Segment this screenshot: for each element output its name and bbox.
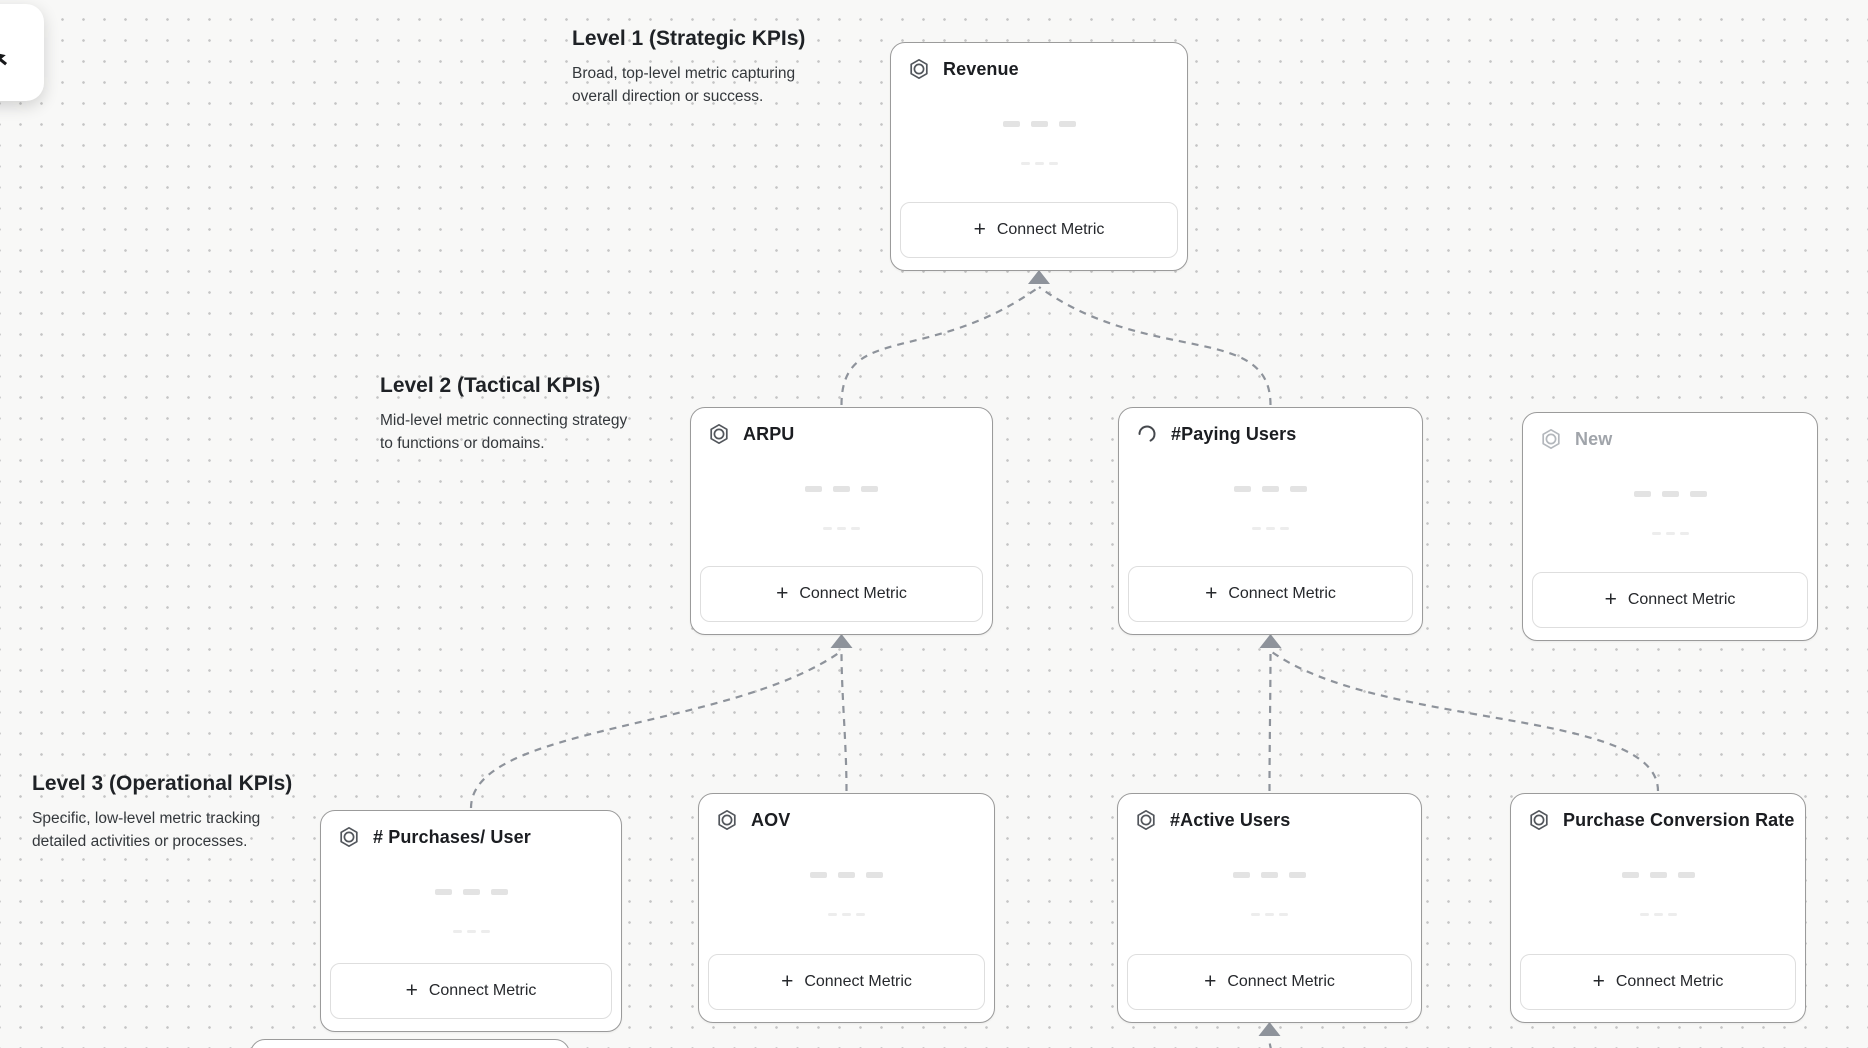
skeleton-placeholder-row-small: [1119, 527, 1422, 530]
plus-icon: +: [776, 581, 789, 605]
skeleton-placeholder-row: [691, 486, 992, 492]
metric-card-header: Revenue: [908, 58, 1175, 80]
connect-metric-label: Connect Metric: [1228, 585, 1336, 602]
skeleton-placeholder-row-small: [699, 913, 994, 916]
metric-card-active[interactable]: #Active Users + Connect Metric: [1117, 793, 1422, 1023]
skeleton-placeholder-row-small: [1118, 913, 1421, 916]
metric-card-header: Purchase Conversion Rate: [1528, 809, 1795, 831]
metric-card-title: Revenue: [943, 58, 1019, 79]
metric-card-header: ARPU: [708, 423, 980, 445]
metric-card-title: #Active Users: [1170, 809, 1291, 830]
metric-card-revenue[interactable]: Revenue + Connect Metric: [890, 42, 1188, 271]
metric-card-title: #Paying Users: [1171, 423, 1297, 444]
metric-card-title: # Purchases/ User: [373, 826, 531, 847]
metric-card-header: #Paying Users: [1136, 423, 1410, 445]
metric-card-header: #Active Users: [1135, 809, 1409, 831]
metric-hexagon-icon: [338, 826, 360, 848]
skeleton-placeholder-row: [1118, 872, 1421, 878]
metric-card-pcr[interactable]: Purchase Conversion Rate + Connect Metri…: [1510, 793, 1806, 1023]
level-1-label: Level 1 (Strategic KPIs) Broad, top-leve…: [572, 27, 817, 109]
plus-icon: +: [781, 969, 794, 993]
plus-icon: +: [1604, 587, 1617, 611]
cursor-icon: [0, 51, 8, 66]
skeleton-placeholder-row-small: [1523, 532, 1817, 535]
skeleton-placeholder-row: [321, 889, 621, 895]
level-3-title: Level 3 (Operational KPIs): [32, 772, 293, 795]
skeleton-placeholder-row: [1119, 486, 1422, 492]
skeleton-placeholder-row: [891, 121, 1187, 127]
level-2-label: Level 2 (Tactical KPIs) Mid-level metric…: [380, 374, 628, 456]
metric-hexagon-icon: [708, 423, 730, 445]
skeleton-placeholder-row-small: [321, 930, 621, 933]
metric-card-header: # Purchases/ User: [338, 826, 609, 848]
skeleton-placeholder-row-small: [691, 527, 992, 530]
skeleton-placeholder-row: [699, 872, 994, 878]
connect-metric-button[interactable]: + Connect Metric: [700, 566, 983, 622]
connect-metric-label: Connect Metric: [428, 982, 537, 999]
floating-toolbar-fragment[interactable]: [0, 4, 44, 101]
plus-icon: +: [973, 217, 986, 241]
level-1-title: Level 1 (Strategic KPIs): [572, 27, 806, 50]
metric-card-aov[interactable]: AOV + Connect Metric: [698, 793, 995, 1023]
level-1-description: Broad, top-level metric capturing overal…: [572, 65, 796, 106]
level-2-description: Mid-level metric connecting strategy to …: [380, 412, 628, 453]
metric-card-purchases[interactable]: # Purchases/ User + Connect Metric: [320, 810, 622, 1032]
connect-metric-label: Connect Metric: [996, 221, 1105, 238]
level-2-title: Level 2 (Tactical KPIs): [380, 374, 601, 397]
plus-icon: +: [1592, 969, 1605, 993]
metric-card-arpu[interactable]: ARPU + Connect Metric: [690, 407, 993, 635]
metric-card-paying[interactable]: #Paying Users + Connect Metric: [1118, 407, 1423, 635]
connect-metric-label: Connect Metric: [804, 973, 912, 990]
metric-card-header: New: [1540, 428, 1805, 450]
connect-metric-button[interactable]: + Connect Metric: [708, 954, 985, 1010]
connect-metric-label: Connect Metric: [799, 585, 907, 602]
connect-metric-button[interactable]: + Connect Metric: [1128, 566, 1413, 622]
metric-card-partial[interactable]: [250, 1039, 570, 1048]
skeleton-placeholder-row: [1523, 491, 1817, 497]
skeleton-placeholder-row-small: [1511, 913, 1805, 916]
metric-hexagon-icon: [908, 58, 930, 80]
skeleton-placeholder-row-small: [891, 162, 1187, 165]
connect-metric-label: Connect Metric: [1627, 591, 1736, 608]
connect-metric-label: Connect Metric: [1615, 973, 1724, 990]
plus-icon: +: [1205, 581, 1218, 605]
metric-card-title: Purchase Conversion Rate: [1563, 809, 1795, 830]
connect-metric-button[interactable]: + Connect Metric: [330, 963, 612, 1019]
connect-metric-button[interactable]: + Connect Metric: [1532, 572, 1808, 628]
metric-card-header: AOV: [716, 809, 982, 831]
metric-hexagon-icon: [1528, 809, 1550, 831]
connect-metric-button[interactable]: + Connect Metric: [1520, 954, 1796, 1010]
plus-icon: +: [1204, 969, 1217, 993]
level-3-label: Level 3 (Operational KPIs) Specific, low…: [32, 772, 292, 854]
metric-card-title: New: [1575, 428, 1613, 449]
metric-card-new[interactable]: New + Connect Metric: [1522, 412, 1818, 641]
level-3-description: Specific, low-level metric tracking deta…: [32, 810, 261, 851]
connect-metric-label: Connect Metric: [1227, 973, 1335, 990]
connect-metric-button[interactable]: + Connect Metric: [1127, 954, 1412, 1010]
metric-card-title: AOV: [751, 809, 791, 830]
metric-card-title: ARPU: [743, 423, 795, 444]
plus-icon: +: [405, 978, 418, 1002]
metric-hexagon-icon: [1540, 428, 1562, 450]
metric-hexagon-icon: [716, 809, 738, 831]
connect-metric-button[interactable]: + Connect Metric: [900, 202, 1178, 258]
spinner-icon: [1136, 423, 1158, 445]
metric-hexagon-icon: [1135, 809, 1157, 831]
skeleton-placeholder-row: [1511, 872, 1805, 878]
